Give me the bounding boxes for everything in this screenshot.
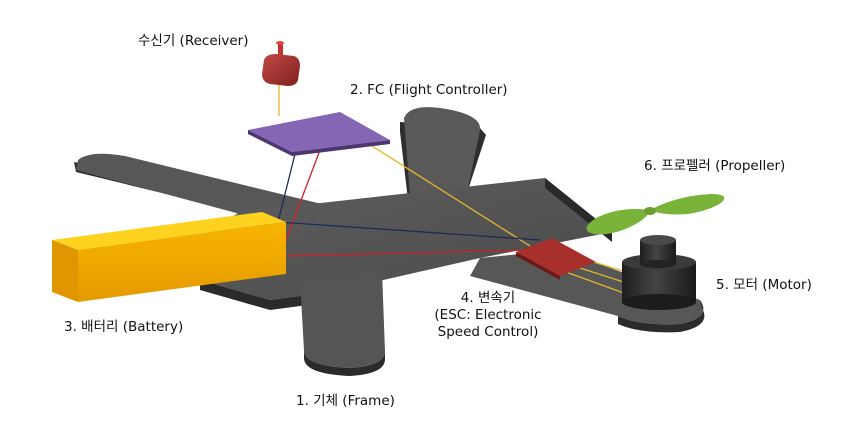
battery-front	[52, 240, 78, 302]
wire-fc-battery-red	[279, 149, 321, 257]
motor-bell-top	[640, 235, 676, 245]
wire-battery-esc-red	[281, 249, 531, 257]
frame-front-arm-side	[304, 350, 385, 376]
receiver-body	[262, 54, 300, 86]
esc-label-line3: Speed Control)	[437, 324, 539, 340]
receiver-antenna	[278, 42, 283, 56]
esc	[516, 238, 596, 280]
frame-back-arm	[404, 107, 481, 196]
motor	[622, 235, 696, 310]
motor-bell-bottom	[640, 260, 676, 268]
wire-fc-frame-navy	[277, 149, 297, 223]
frame-right-arm-side	[618, 300, 705, 333]
esc-label: 4. 변속기 (ESC: Electronic Speed Control)	[418, 290, 558, 341]
receiver	[262, 41, 300, 86]
motor-base-bottom	[622, 294, 696, 310]
esc-label-line2: (ESC: Electronic	[434, 307, 542, 323]
battery-top	[52, 212, 286, 250]
frame-center-edge	[200, 280, 330, 310]
wire-fc-esc-yellow	[371, 145, 531, 247]
frame-left-arm	[76, 153, 330, 222]
battery-side	[78, 222, 286, 302]
battery-label: 3. 배터리 (Battery)	[64, 319, 184, 335]
flight-controller	[248, 112, 390, 156]
frame-center-plate	[200, 178, 612, 300]
propeller-label: 6. 프로펠러 (Propeller)	[644, 158, 786, 174]
receiver-antenna-cap	[276, 41, 284, 45]
propeller-blade-right	[650, 194, 725, 215]
motor-label: 5. 모터 (Motor)	[716, 277, 812, 293]
fc-board-top	[248, 112, 390, 152]
propeller	[586, 194, 725, 235]
receiver-label: 수신기 (Receiver)	[138, 33, 249, 49]
fc-board-edge	[248, 130, 390, 156]
fc-label: 2. FC (Flight Controller)	[350, 82, 508, 98]
frame-label: 1. 기체 (Frame)	[296, 393, 395, 409]
propeller-blade-left	[586, 209, 650, 235]
battery	[52, 212, 286, 302]
wire-navy-to-esc	[277, 221, 541, 241]
wire-esc-motor-3	[565, 271, 633, 297]
propeller-hub	[644, 207, 656, 215]
esc-label-line1: 4. 변속기	[460, 290, 516, 306]
esc-top	[516, 238, 596, 276]
esc-edge	[516, 252, 560, 280]
frame-front-arm	[300, 270, 385, 368]
